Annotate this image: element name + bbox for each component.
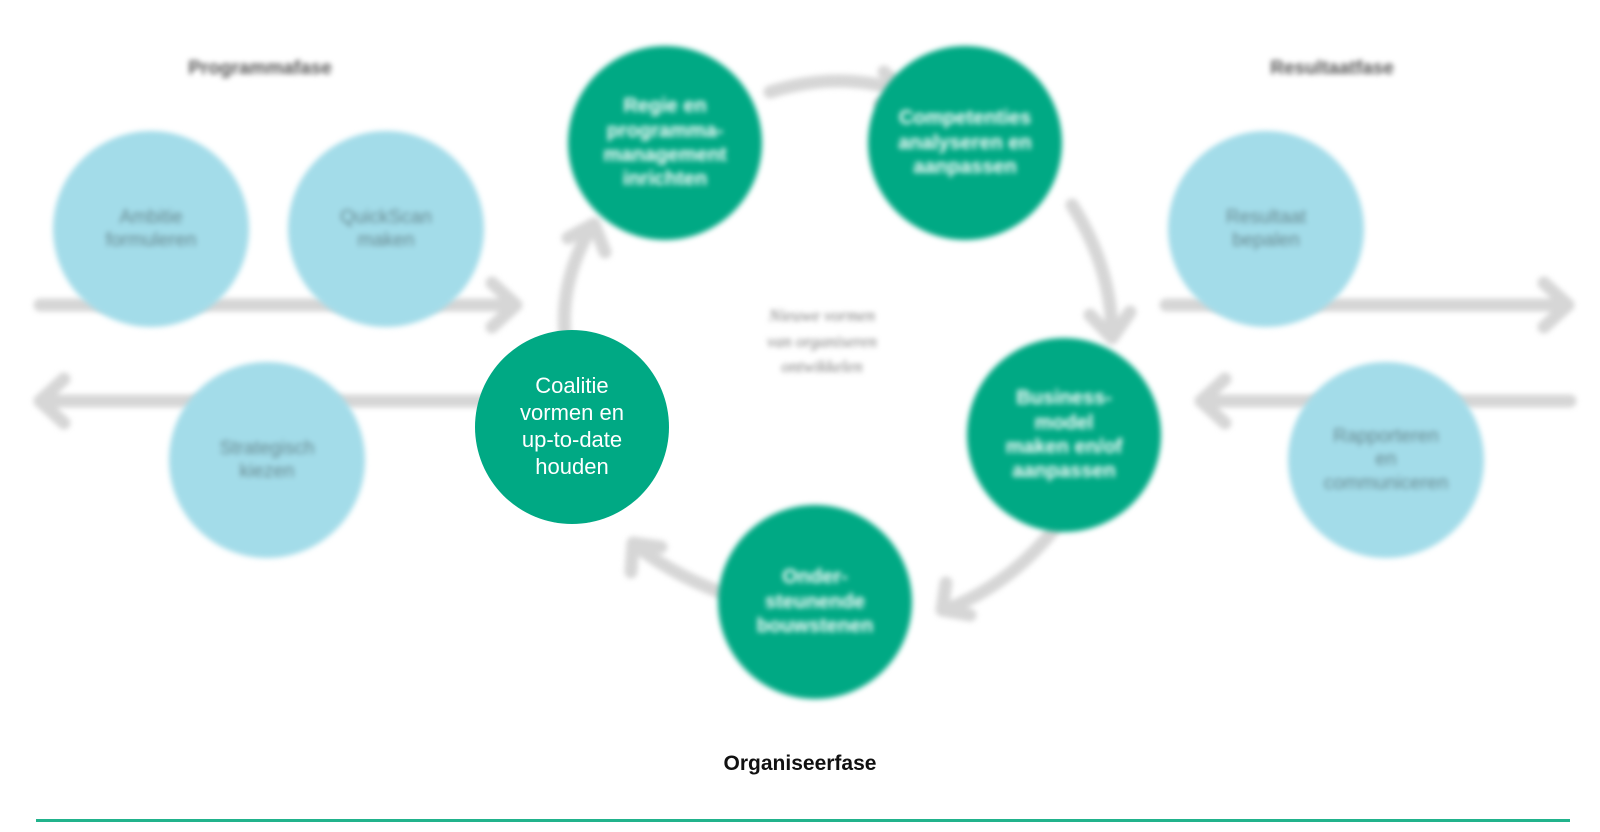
node-regie-label: Regie en programma- management inrichten (603, 95, 727, 191)
node-competenties-label: Competenties analyseren en aanpassen (898, 107, 1032, 179)
node-strategisch-kiezen: Strategisch kiezen (169, 362, 365, 558)
node-coalitie-vormen: Coalitie vormen en up-to-date houden (475, 330, 669, 524)
node-ambitie-formuleren: Ambitie formuleren (53, 131, 249, 327)
node-resultaat-bepalen: Resultaat bepalen (1168, 131, 1364, 327)
arrow-business-to-onder (938, 521, 1062, 617)
arrow-result-back-head (1194, 372, 1232, 430)
node-resultaat-label: Resultaat bepalen (1225, 206, 1307, 251)
arrow-coalitie-to-regie-head (561, 217, 612, 259)
arrow-result-forward-head (1537, 276, 1575, 334)
arrow-business-to-onder-head (935, 576, 977, 622)
node-coalitie-label: Coalitie vormen en up-to-date houden (520, 373, 624, 479)
arrow-program-back-head (33, 372, 71, 430)
node-quickscan-maken: QuickScan maken (288, 131, 484, 327)
node-onder-label: Onder- steunende bouwstenen (756, 566, 874, 638)
node-businessmodel: Business- model maken en/of aanpassen (967, 338, 1161, 532)
phase-title-program: Programmafase (188, 58, 332, 79)
phase-title-result: Resultaatfase (1270, 58, 1394, 79)
node-competenties-analyseren: Competenties analyseren en aanpassen (868, 46, 1062, 240)
node-ambitie-label: Ambitie formuleren (105, 206, 197, 251)
node-rapporteren-label: Rapporteren en communiceren (1323, 426, 1449, 494)
node-strategisch-label: Strategisch kiezen (219, 437, 315, 482)
node-business-label: Business- model maken en/of aanpassen (1005, 387, 1123, 483)
node-rapporteren-communiceren: Rapporteren en communiceren (1288, 362, 1484, 558)
arrow-coalitie-to-regie (557, 219, 599, 342)
arrow-competenties-to-business (1065, 198, 1119, 337)
arrow-competenties-to-business-head (1083, 305, 1137, 345)
arrow-program-forward-head (485, 276, 523, 334)
divider-rule (36, 819, 1570, 822)
node-quickscan-label: QuickScan maken (340, 206, 432, 251)
node-ondersteunende-bouwstenen: Onder- steunende bouwstenen (718, 505, 912, 699)
node-regie-programmamanagement: Regie en programma- management inrichten (568, 46, 762, 240)
arrow-onder-to-coalitie-head (624, 536, 668, 579)
center-description: Nieuwe vormen van organiseren ontwikkele… (767, 306, 877, 376)
phase-title-organise: Organiseerfase (723, 752, 877, 775)
